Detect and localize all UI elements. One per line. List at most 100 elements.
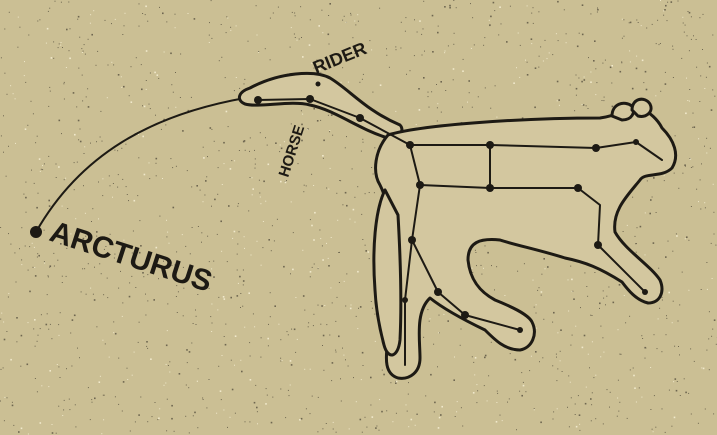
speckle xyxy=(150,73,151,74)
speckle xyxy=(102,195,103,196)
speckle xyxy=(453,79,454,80)
speckle xyxy=(590,13,591,14)
speckle xyxy=(485,355,487,357)
speckle xyxy=(50,324,51,325)
speckle xyxy=(40,422,42,424)
speckle xyxy=(162,178,163,179)
speckle xyxy=(589,367,590,368)
speckle xyxy=(59,120,61,122)
speckle xyxy=(62,282,63,283)
speckle xyxy=(58,47,59,48)
speckle xyxy=(33,267,34,268)
speckle xyxy=(649,213,651,215)
speckle xyxy=(140,397,141,398)
speckle xyxy=(685,113,687,115)
speckle xyxy=(171,418,173,420)
speckle xyxy=(675,135,676,136)
speckle xyxy=(570,85,571,86)
speckle xyxy=(432,15,434,17)
speckle xyxy=(637,227,638,228)
speckle xyxy=(48,275,49,276)
speckle xyxy=(642,338,643,339)
speckle xyxy=(49,205,51,207)
speckle xyxy=(3,367,4,368)
speckle xyxy=(51,57,53,59)
speckle xyxy=(294,329,296,331)
speckle xyxy=(262,247,263,248)
speckle xyxy=(361,379,362,380)
speckle xyxy=(58,324,59,325)
speckle xyxy=(357,14,358,15)
speckle xyxy=(686,78,687,79)
speckle xyxy=(703,14,704,15)
speckle xyxy=(490,108,491,109)
speckle xyxy=(19,248,20,249)
speckle xyxy=(16,317,18,319)
speckle xyxy=(38,255,40,257)
speckle xyxy=(331,380,332,381)
speckle xyxy=(345,306,346,307)
speckle xyxy=(56,177,57,178)
speckle xyxy=(137,195,138,196)
speckle xyxy=(541,295,542,296)
speckle xyxy=(220,221,222,223)
speckle xyxy=(280,361,281,362)
speckle xyxy=(433,344,434,345)
speckle xyxy=(673,381,674,382)
speckle xyxy=(477,390,478,391)
speckle xyxy=(454,33,455,34)
arc-to-arcturus xyxy=(36,98,245,232)
bear-front-leg xyxy=(374,190,401,355)
speckle xyxy=(8,146,9,147)
speckle xyxy=(704,202,705,203)
speckle xyxy=(453,0,454,1)
speckle xyxy=(698,138,699,139)
speckle xyxy=(621,61,622,62)
speckle xyxy=(429,107,430,108)
speckle xyxy=(484,37,485,38)
speckle xyxy=(676,233,677,234)
speckle xyxy=(706,262,707,263)
speckle xyxy=(196,324,197,325)
speckle xyxy=(195,310,196,311)
speckle xyxy=(682,272,683,273)
speckle xyxy=(617,416,618,417)
speckle xyxy=(712,89,713,90)
speckle xyxy=(117,187,118,188)
speckle xyxy=(295,352,296,353)
speckle xyxy=(326,188,327,189)
speckle xyxy=(250,379,252,381)
speckle xyxy=(118,358,119,359)
speckle xyxy=(496,117,497,118)
speckle xyxy=(657,348,658,349)
speckle xyxy=(321,305,323,307)
speckle xyxy=(356,401,357,402)
speckle xyxy=(485,245,486,246)
speckle xyxy=(439,417,441,419)
speckle xyxy=(166,220,167,221)
speckle xyxy=(609,407,610,408)
speckle xyxy=(310,413,311,414)
speckle xyxy=(688,393,689,394)
speckle xyxy=(313,325,314,326)
speckle xyxy=(597,8,598,9)
speckle xyxy=(611,65,613,67)
speckle xyxy=(440,414,442,416)
speckle xyxy=(254,150,255,151)
speckle xyxy=(31,101,32,102)
speckle xyxy=(123,381,125,383)
speckle xyxy=(463,59,464,60)
speckle xyxy=(91,399,92,400)
speckle xyxy=(318,397,319,398)
speckle xyxy=(29,246,30,247)
star xyxy=(592,144,600,152)
speckle xyxy=(186,385,187,386)
speckle xyxy=(627,225,628,226)
speckle xyxy=(146,89,147,90)
speckle xyxy=(48,11,49,12)
speckle xyxy=(96,65,97,66)
speckle xyxy=(445,51,446,52)
speckle xyxy=(537,290,538,291)
speckle xyxy=(593,60,595,62)
speckle xyxy=(75,218,76,219)
